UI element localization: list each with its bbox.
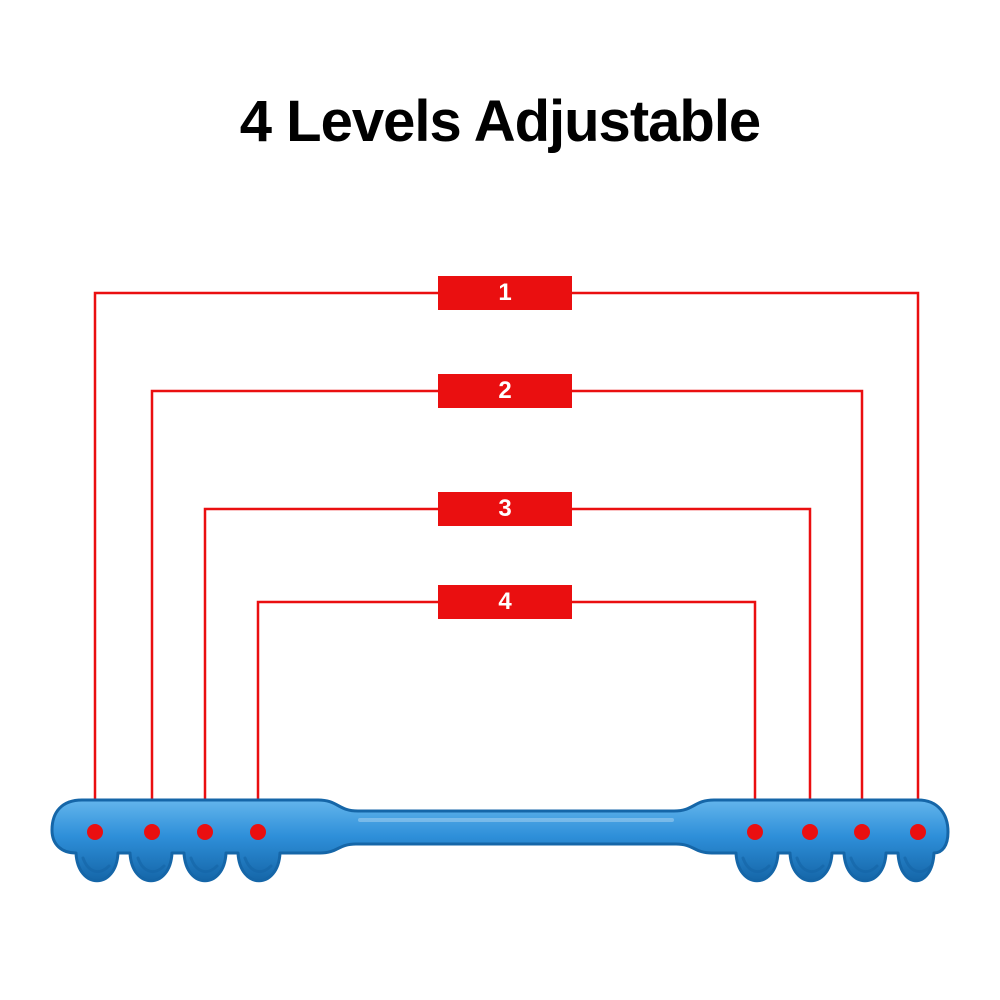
callout-line-level4-right: [572, 600, 757, 832]
page-title: 4 Levels Adjustable: [239, 89, 761, 154]
hook-marker-dot: [144, 824, 160, 840]
hook-marker-dot: [802, 824, 818, 840]
ear-strap-illustration: [50, 798, 950, 883]
hook-marker-dot: [87, 824, 103, 840]
level-badge-1: 1: [438, 276, 572, 310]
hook-marker-dot: [747, 824, 763, 840]
callout-line-level2-left: [150, 389, 438, 832]
callout-line-level1-left: [93, 291, 438, 832]
level-badge-3: 3: [438, 492, 572, 526]
callout-line-level3-right: [572, 507, 812, 832]
hook-marker-dot: [197, 824, 213, 840]
level-badge-2: 2: [438, 374, 572, 408]
hook-marker-dots: [87, 824, 926, 840]
hook-marker-dot: [854, 824, 870, 840]
callout-line-level2-right: [572, 389, 864, 832]
hook-marker-dot: [910, 824, 926, 840]
callout-line-level4-left: [256, 600, 438, 832]
callout-line-level1-right: [572, 291, 920, 832]
level-badge-4: 4: [438, 585, 572, 619]
hook-curl-details: [81, 856, 933, 874]
callout-line-level3-left: [203, 507, 438, 832]
hook-marker-dot: [250, 824, 266, 840]
